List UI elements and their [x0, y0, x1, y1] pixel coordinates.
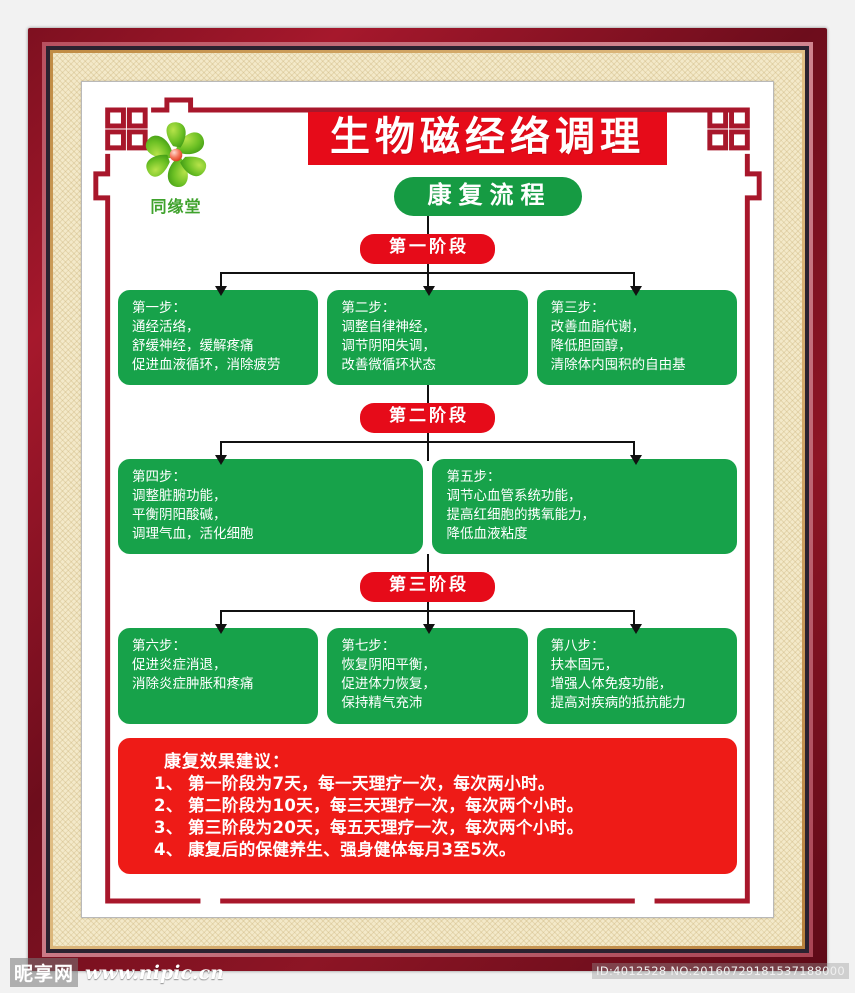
recommendations-box: 康复效果建议： 1、第一阶段为7天，每一天理疗一次，每次两小时。 2、第二阶段为…	[118, 737, 737, 874]
picture-frame-outer: 同缘堂 生物磁经络调理 康复流程	[28, 28, 827, 971]
step-line: 调理气血，活化细胞	[132, 526, 254, 543]
stage-badge-3: 第三阶段	[360, 572, 495, 602]
step-line: 改善血脂代谢，	[550, 318, 646, 335]
step-line: 扶本固元，	[550, 657, 619, 674]
step-line: 降低血液粘度	[446, 526, 528, 543]
recommendation-item: 1、第一阶段为7天，每一天理疗一次，每次两小时。	[154, 773, 719, 795]
recommendation-item: 2、第二阶段为10天，每三天理疗一次，每次两个小时。	[154, 795, 719, 817]
step-box-5: 第五步： 调节心血管系统功能， 提高红细胞的携氧能力， 降低血液粘度	[432, 458, 737, 555]
recovery-flow: 第一阶段	[118, 216, 737, 874]
picture-frame-mat: 同缘堂 生物磁经络调理 康复流程	[53, 53, 802, 946]
stage-row-1: 第一阶段	[118, 234, 737, 264]
brand-name: 同缘堂	[150, 197, 202, 216]
recommendations-title: 康复效果建议：	[164, 751, 290, 772]
connector-to-stage-2	[118, 385, 737, 404]
step-line: 调整自律神经，	[341, 318, 436, 335]
stage-badge-1: 第一阶段	[360, 234, 495, 264]
recommendation-number: 1、	[154, 773, 183, 793]
recommendation-item: 3、第三阶段为20天，每五天理疗一次，每次两个小时。	[154, 817, 719, 839]
steps-row-3: 第六步： 促进炎症消退， 消除炎症肿胀和疼痛 第七步： 恢复阴阳平衡， 促进体力…	[118, 627, 737, 724]
step-line: 调节阴阳失调，	[341, 337, 436, 354]
site-watermark: 昵享网 www.nipic.cn	[10, 958, 224, 987]
recommendation-number: 3、	[154, 818, 183, 838]
step-line: 清除体内囤积的自由基	[550, 357, 686, 374]
page-title: 生物磁经络调理	[308, 112, 667, 166]
step-line: 改善微循环状态	[341, 357, 436, 374]
step-line: 平衡阴阳酸碱，	[132, 507, 227, 524]
step-head: 第八步：	[550, 637, 605, 654]
connector-stage-1-to-steps	[118, 263, 737, 296]
stage-row-2: 第二阶段	[118, 403, 737, 433]
step-line: 保持精气充沛	[341, 695, 423, 712]
step-box-1: 第一步： 通经活络， 舒缓神经，缓解疼痛 促进血液循环，消除疲劳	[118, 289, 319, 386]
recommendation-text: 康复后的保健养生、强身健体每月3至5次。	[188, 840, 516, 860]
step-line: 通经活络，	[132, 318, 200, 335]
step-line: 调整脏腑功能，	[132, 487, 227, 504]
recommendation-text: 第二阶段为10天，每三天理疗一次，每次两个小时。	[188, 795, 584, 815]
picture-frame-gold-band: 同缘堂 生物磁经络调理 康复流程	[50, 50, 805, 949]
step-box-7: 第七步： 恢复阴阳平衡， 促进体力恢复， 保持精气充沛	[327, 627, 528, 724]
step-line: 提高红细胞的携氧能力，	[446, 507, 595, 524]
step-box-8: 第八步： 扶本固元， 增强人体免疫功能， 提高对疾病的抵抗能力	[536, 627, 737, 724]
step-line: 促进体力恢复，	[341, 676, 436, 693]
step-line: 促进血液循环，消除疲劳	[132, 357, 281, 374]
step-line: 降低胆固醇，	[550, 337, 632, 354]
connector-to-stage-1	[118, 216, 737, 234]
poster-content: 同缘堂 生物磁经络调理 康复流程	[82, 82, 773, 917]
title-block: 生物磁经络调理 康复流程	[238, 112, 737, 217]
poster-inner-area: 同缘堂 生物磁经络调理 康复流程	[81, 81, 774, 918]
step-line: 提高对疾病的抵抗能力	[550, 695, 686, 712]
steps-row-2: 第四步： 调整脏腑功能， 平衡阴阳酸碱， 调理气血，活化细胞 第五步： 调节心血…	[118, 458, 737, 555]
site-watermark-logo: 昵享网	[10, 958, 79, 987]
poster-header: 同缘堂 生物磁经络调理 康复流程	[118, 112, 737, 217]
step-head: 第一步：	[132, 299, 186, 316]
picture-frame-dark-band: 同缘堂 生物磁经络调理 康复流程	[46, 46, 809, 953]
stage-row-3: 第三阶段	[118, 572, 737, 602]
site-watermark-url: www.nipic.cn	[85, 961, 224, 984]
page-subtitle: 康复流程	[393, 177, 582, 217]
step-line: 恢复阴阳平衡，	[341, 657, 436, 674]
stage-badge-2: 第二阶段	[360, 403, 495, 433]
recommendation-text: 第三阶段为20天，每五天理疗一次，每次两个小时。	[188, 818, 584, 838]
step-line: 消除炎症肿胀和疼痛	[132, 676, 254, 693]
step-line: 调节心血管系统功能，	[446, 487, 582, 504]
step-line: 增强人体免疫功能，	[550, 676, 673, 693]
steps-row-1: 第一步： 通经活络， 舒缓神经，缓解疼痛 促进血液循环，消除疲劳 第二步： 调整…	[118, 289, 737, 386]
step-line: 促进炎症消退，	[132, 657, 227, 674]
trefoil-leaf-logo-icon	[145, 122, 207, 187]
recommendation-text: 第一阶段为7天，每一天理疗一次，每次两小时。	[188, 773, 555, 793]
connector-to-stage-3	[118, 554, 737, 573]
asset-id-watermark: ID:4012528 NO:20160729181537188000	[592, 963, 849, 979]
step-box-4: 第四步： 调整脏腑功能， 平衡阴阳酸碱， 调理气血，活化细胞	[118, 458, 423, 555]
step-box-2: 第二步： 调整自律神经， 调节阴阳失调， 改善微循环状态	[327, 289, 528, 386]
recommendation-number: 2、	[154, 795, 183, 815]
recommendation-item: 4、康复后的保健养生、强身健体每月3至5次。	[154, 839, 719, 861]
step-box-3: 第三步： 改善血脂代谢， 降低胆固醇， 清除体内囤积的自由基	[536, 289, 737, 386]
step-box-6: 第六步： 促进炎症消退， 消除炎症肿胀和疼痛	[118, 627, 319, 724]
step-line: 舒缓神经，缓解疼痛	[132, 337, 254, 354]
recommendation-number: 4、	[154, 840, 183, 860]
step-head: 第二步：	[341, 299, 396, 316]
step-head: 第四步：	[132, 468, 186, 485]
connector-stage-3-to-steps	[118, 601, 737, 634]
picture-frame-pink-band: 同缘堂 生物磁经络调理 康复流程	[42, 42, 813, 957]
step-head: 第六步：	[132, 637, 186, 654]
brand-logo: 同缘堂	[128, 118, 224, 217]
connector-stage-2-to-steps	[118, 432, 737, 465]
step-head: 第七步：	[341, 637, 396, 654]
step-head: 第五步：	[446, 468, 501, 485]
step-head: 第三步：	[550, 299, 605, 316]
